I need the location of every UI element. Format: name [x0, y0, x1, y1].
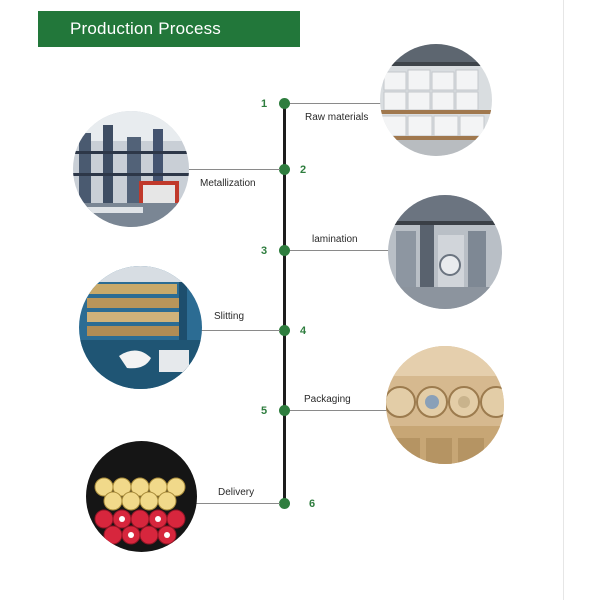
step-2-number: 2: [300, 164, 307, 176]
packaging-photo: [386, 346, 504, 464]
step-3-number: 3: [261, 245, 268, 257]
step-4-node: [279, 325, 290, 336]
step-4-connector: [200, 330, 280, 331]
step-6-label: Delivery: [218, 487, 255, 498]
step-1-node: [279, 98, 290, 109]
step-5-connector: [290, 410, 388, 411]
timeline-spine: [283, 104, 286, 504]
step-1-label: Raw materials: [305, 112, 369, 123]
step-5-node: [279, 405, 290, 416]
raw-materials-photo: [380, 44, 492, 156]
page-title-banner: Production Process: [38, 11, 300, 47]
step-5-label: Packaging: [304, 394, 351, 405]
delivery-photo: [86, 441, 197, 552]
step-6-node: [279, 498, 290, 509]
step-3-connector: [290, 250, 390, 251]
step-4-number: 4: [300, 325, 307, 337]
step-4-label: Slitting: [214, 311, 245, 322]
page-title: Production Process: [70, 19, 222, 38]
metallization-photo: [73, 111, 189, 227]
step-2-label: Metallization: [200, 178, 256, 189]
step-1-number: 1: [261, 98, 268, 110]
step-6-number: 6: [309, 498, 316, 510]
step-3-label: lamination: [312, 234, 358, 245]
lamination-photo: [388, 195, 502, 309]
slitting-photo: [79, 266, 202, 389]
step-6-connector: [196, 503, 280, 504]
step-2-connector: [188, 169, 280, 170]
step-5-number: 5: [261, 405, 268, 417]
step-1-connector: [290, 103, 388, 104]
step-2-node: [279, 164, 290, 175]
step-3-node: [279, 245, 290, 256]
right-border-rule: [563, 0, 564, 600]
